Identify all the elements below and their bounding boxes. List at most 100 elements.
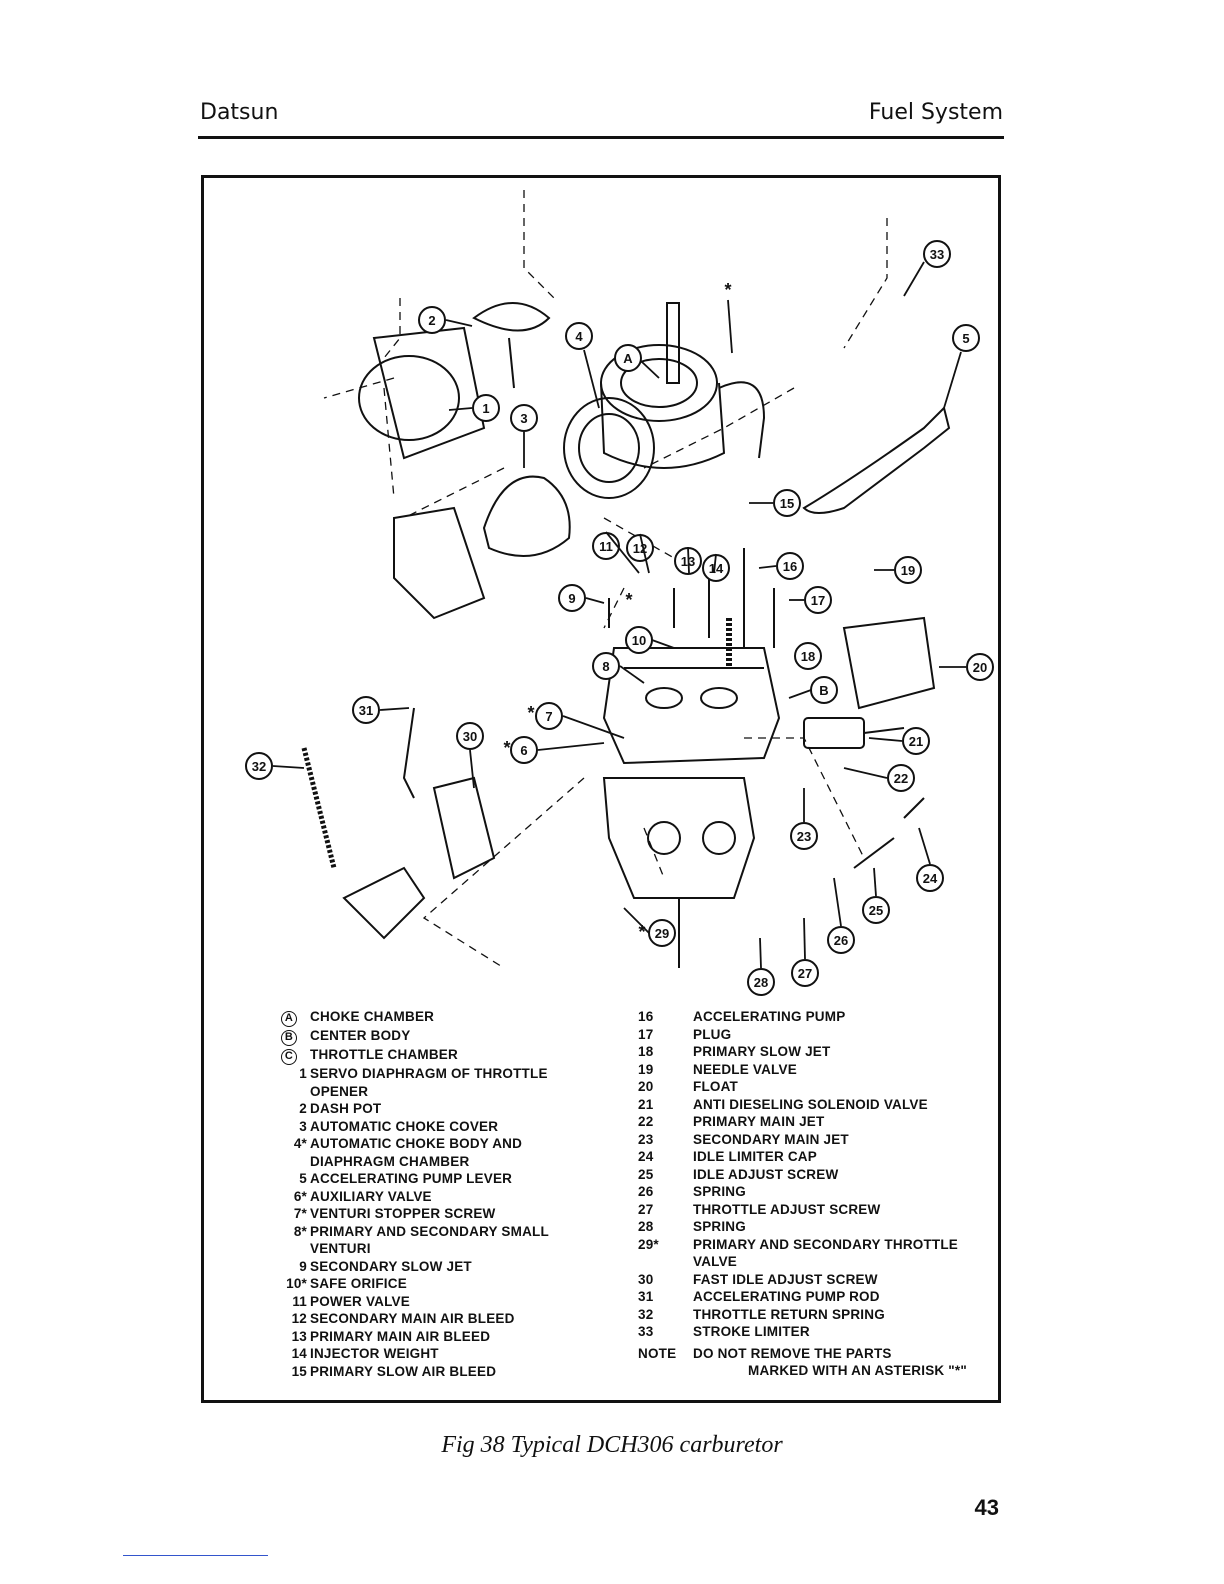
legend-badge: A xyxy=(281,1011,297,1027)
svg-text:22: 22 xyxy=(894,771,908,786)
legend-text: PLUG xyxy=(693,1026,732,1042)
legend-num: 16 xyxy=(638,1009,654,1024)
legend-num: 24 xyxy=(638,1149,654,1164)
note-label: NOTE xyxy=(638,1345,677,1361)
legend-badge: B xyxy=(281,1030,297,1046)
header-right: Fuel System xyxy=(868,100,1003,125)
callout-17: 17 xyxy=(804,586,832,614)
legend-num: 6* xyxy=(293,1188,307,1204)
legend-text: VENTURI xyxy=(310,1241,371,1256)
legend-text: VALVE xyxy=(693,1254,738,1269)
legend-num: 10* xyxy=(286,1276,307,1291)
svg-text:3: 3 xyxy=(520,411,527,426)
legend-item: 18 PRIMARY SLOW JET xyxy=(638,1043,998,1061)
legend-note: NOTE DO NOT REMOVE THE PARTS MARKED WITH… xyxy=(638,1345,998,1380)
legend-num: 2 xyxy=(299,1101,307,1116)
legend-text: ANTI DIESELING SOLENOID VALVE xyxy=(693,1096,928,1112)
legend-num: 18 xyxy=(638,1044,654,1059)
callout-25: 25 xyxy=(862,896,890,924)
callout-1: 1 xyxy=(472,394,500,422)
legend-text: AUXILIARY VALVE xyxy=(310,1188,432,1204)
legend-right-column: 16 ACCELERATING PUMP 17 PLUG 18 PRIMARY SLO… xyxy=(638,1008,998,1380)
legend-item: VALVE xyxy=(638,1253,998,1271)
svg-text:20: 20 xyxy=(973,660,987,675)
legend-badge: C xyxy=(281,1049,297,1065)
legend-item: DIAPHRAGM CHAMBER xyxy=(240,1153,620,1171)
svg-text:A: A xyxy=(623,351,633,366)
legend-num: 19 xyxy=(638,1061,654,1077)
callout-2: 2 xyxy=(418,306,446,334)
callout-16: 16 xyxy=(776,552,804,580)
legend-text: POWER VALVE xyxy=(310,1293,410,1309)
callout-28: 28 xyxy=(747,968,775,996)
legend-num: 1 xyxy=(299,1066,307,1081)
legend-text: DASH POT xyxy=(310,1101,382,1116)
svg-text:7: 7 xyxy=(545,709,552,724)
legend-text: PRIMARY SLOW AIR BLEED xyxy=(310,1363,497,1379)
legend-text: FAST IDLE ADJUST SCREW xyxy=(693,1271,878,1287)
legend-item: VENTURI xyxy=(240,1240,620,1258)
legend-num: 27 xyxy=(638,1201,654,1217)
asterisk-mark: * xyxy=(503,738,510,758)
legend-num: 23 xyxy=(638,1131,654,1147)
legend-text: IDLE LIMITER CAP xyxy=(693,1149,817,1164)
callout-33: 33 xyxy=(923,240,951,268)
svg-text:33: 33 xyxy=(930,247,944,262)
svg-text:6: 6 xyxy=(520,743,527,758)
legend-num: 33 xyxy=(638,1324,654,1339)
legend-item: 6*AUXILIARY VALVE xyxy=(240,1188,620,1206)
legend-item: 7*VENTURI STOPPER SCREW xyxy=(240,1205,620,1223)
callout-8: 8 xyxy=(592,652,620,680)
callout-32: 32 xyxy=(245,752,273,780)
legend-num: 3 xyxy=(299,1118,307,1134)
legend-text: AUTOMATIC CHOKE COVER xyxy=(310,1118,499,1134)
legend-text: IDLE ADJUST SCREW xyxy=(693,1166,839,1182)
legend-item: 33 STROKE LIMITER xyxy=(638,1323,998,1341)
legend-item: 25 IDLE ADJUST SCREW xyxy=(638,1166,998,1184)
legend-num: 7* xyxy=(293,1206,307,1221)
legend-num: 17 xyxy=(638,1026,654,1042)
legend-num: 8* xyxy=(293,1223,307,1239)
legend-text: ACCELERATING PUMP LEVER xyxy=(310,1171,513,1186)
svg-text:30: 30 xyxy=(463,729,477,744)
carburetor-exploded-diagram: A B 1 2 3 4 5 6 xyxy=(245,190,994,996)
note-line-2: MARKED WITH AN ASTERISK "*" xyxy=(748,1363,967,1378)
callout-18: 18 xyxy=(794,642,822,670)
legend-num xyxy=(240,1240,310,1258)
legend-num: 25 xyxy=(638,1166,654,1182)
legend-num xyxy=(638,1253,693,1271)
callout-31: 31 xyxy=(352,696,380,724)
legend-num: 9 xyxy=(299,1258,307,1274)
svg-text:17: 17 xyxy=(811,593,825,608)
svg-text:25: 25 xyxy=(869,903,883,918)
svg-text:8: 8 xyxy=(602,659,609,674)
legend-text: PRIMARY SLOW JET xyxy=(693,1044,831,1059)
legend-text: CHOKE CHAMBER xyxy=(310,1009,435,1024)
callout-23: 23 xyxy=(790,822,818,850)
legend-text: AUTOMATIC CHOKE BODY AND xyxy=(310,1136,523,1151)
callout-4: 4 xyxy=(565,322,593,350)
legend-item: 22 PRIMARY MAIN JET xyxy=(638,1113,998,1131)
legend-num: 13 xyxy=(291,1328,307,1344)
callout-22: 22 xyxy=(887,764,915,792)
legend-text: SPRING xyxy=(693,1219,746,1234)
callout-20: 20 xyxy=(966,653,994,681)
legend-num: 15 xyxy=(291,1363,307,1379)
legend-text: PRIMARY MAIN AIR BLEED xyxy=(310,1328,491,1344)
legend-text: STROKE LIMITER xyxy=(693,1324,810,1339)
legend-num: 28 xyxy=(638,1219,654,1234)
legend-text: ACCELERATING PUMP xyxy=(693,1009,846,1024)
legend-num: 22 xyxy=(638,1114,654,1129)
legend-text: OPENER xyxy=(310,1083,369,1099)
svg-text:15: 15 xyxy=(780,496,794,511)
legend-text: PRIMARY MAIN JET xyxy=(693,1114,825,1129)
svg-text:24: 24 xyxy=(923,871,938,886)
legend-item: 16 ACCELERATING PUMP xyxy=(638,1008,998,1026)
svg-text:27: 27 xyxy=(798,966,812,981)
